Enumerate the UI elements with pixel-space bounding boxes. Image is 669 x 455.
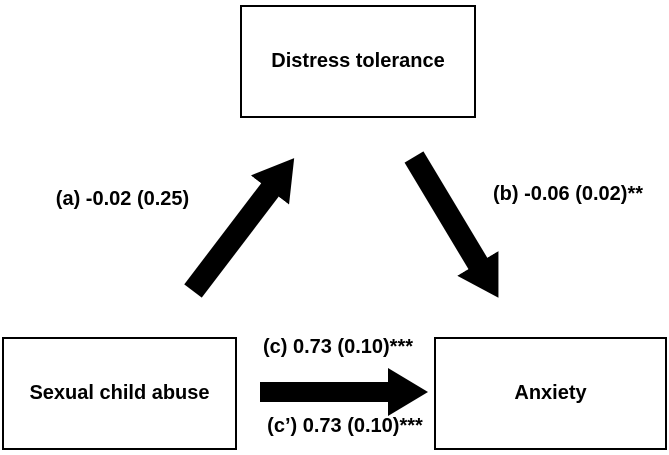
box-distress-tolerance: Distress tolerance	[240, 5, 476, 118]
box-sexual-child-abuse: Sexual child abuse	[2, 337, 237, 450]
path-a-coefficient-label: (a) -0.02 (0.25)	[55, 188, 190, 210]
box-anxiety-label: Anxiety	[514, 382, 587, 404]
box-distress-tolerance-label: Distress tolerance	[271, 50, 445, 72]
box-anxiety: Anxiety	[434, 337, 667, 450]
path-b-coefficient-label: (b) -0.06 (0.02)**	[492, 183, 644, 205]
path-b-arrow	[404, 151, 499, 298]
box-sexual-child-abuse-label: Sexual child abuse	[29, 382, 210, 404]
path-c-coefficient-label: (c) 0.73 (0.10)***	[262, 336, 414, 358]
path-c-prime-coefficient-label: (c’) 0.73 (0.10)***	[267, 415, 423, 437]
path-a-arrow	[184, 158, 295, 298]
